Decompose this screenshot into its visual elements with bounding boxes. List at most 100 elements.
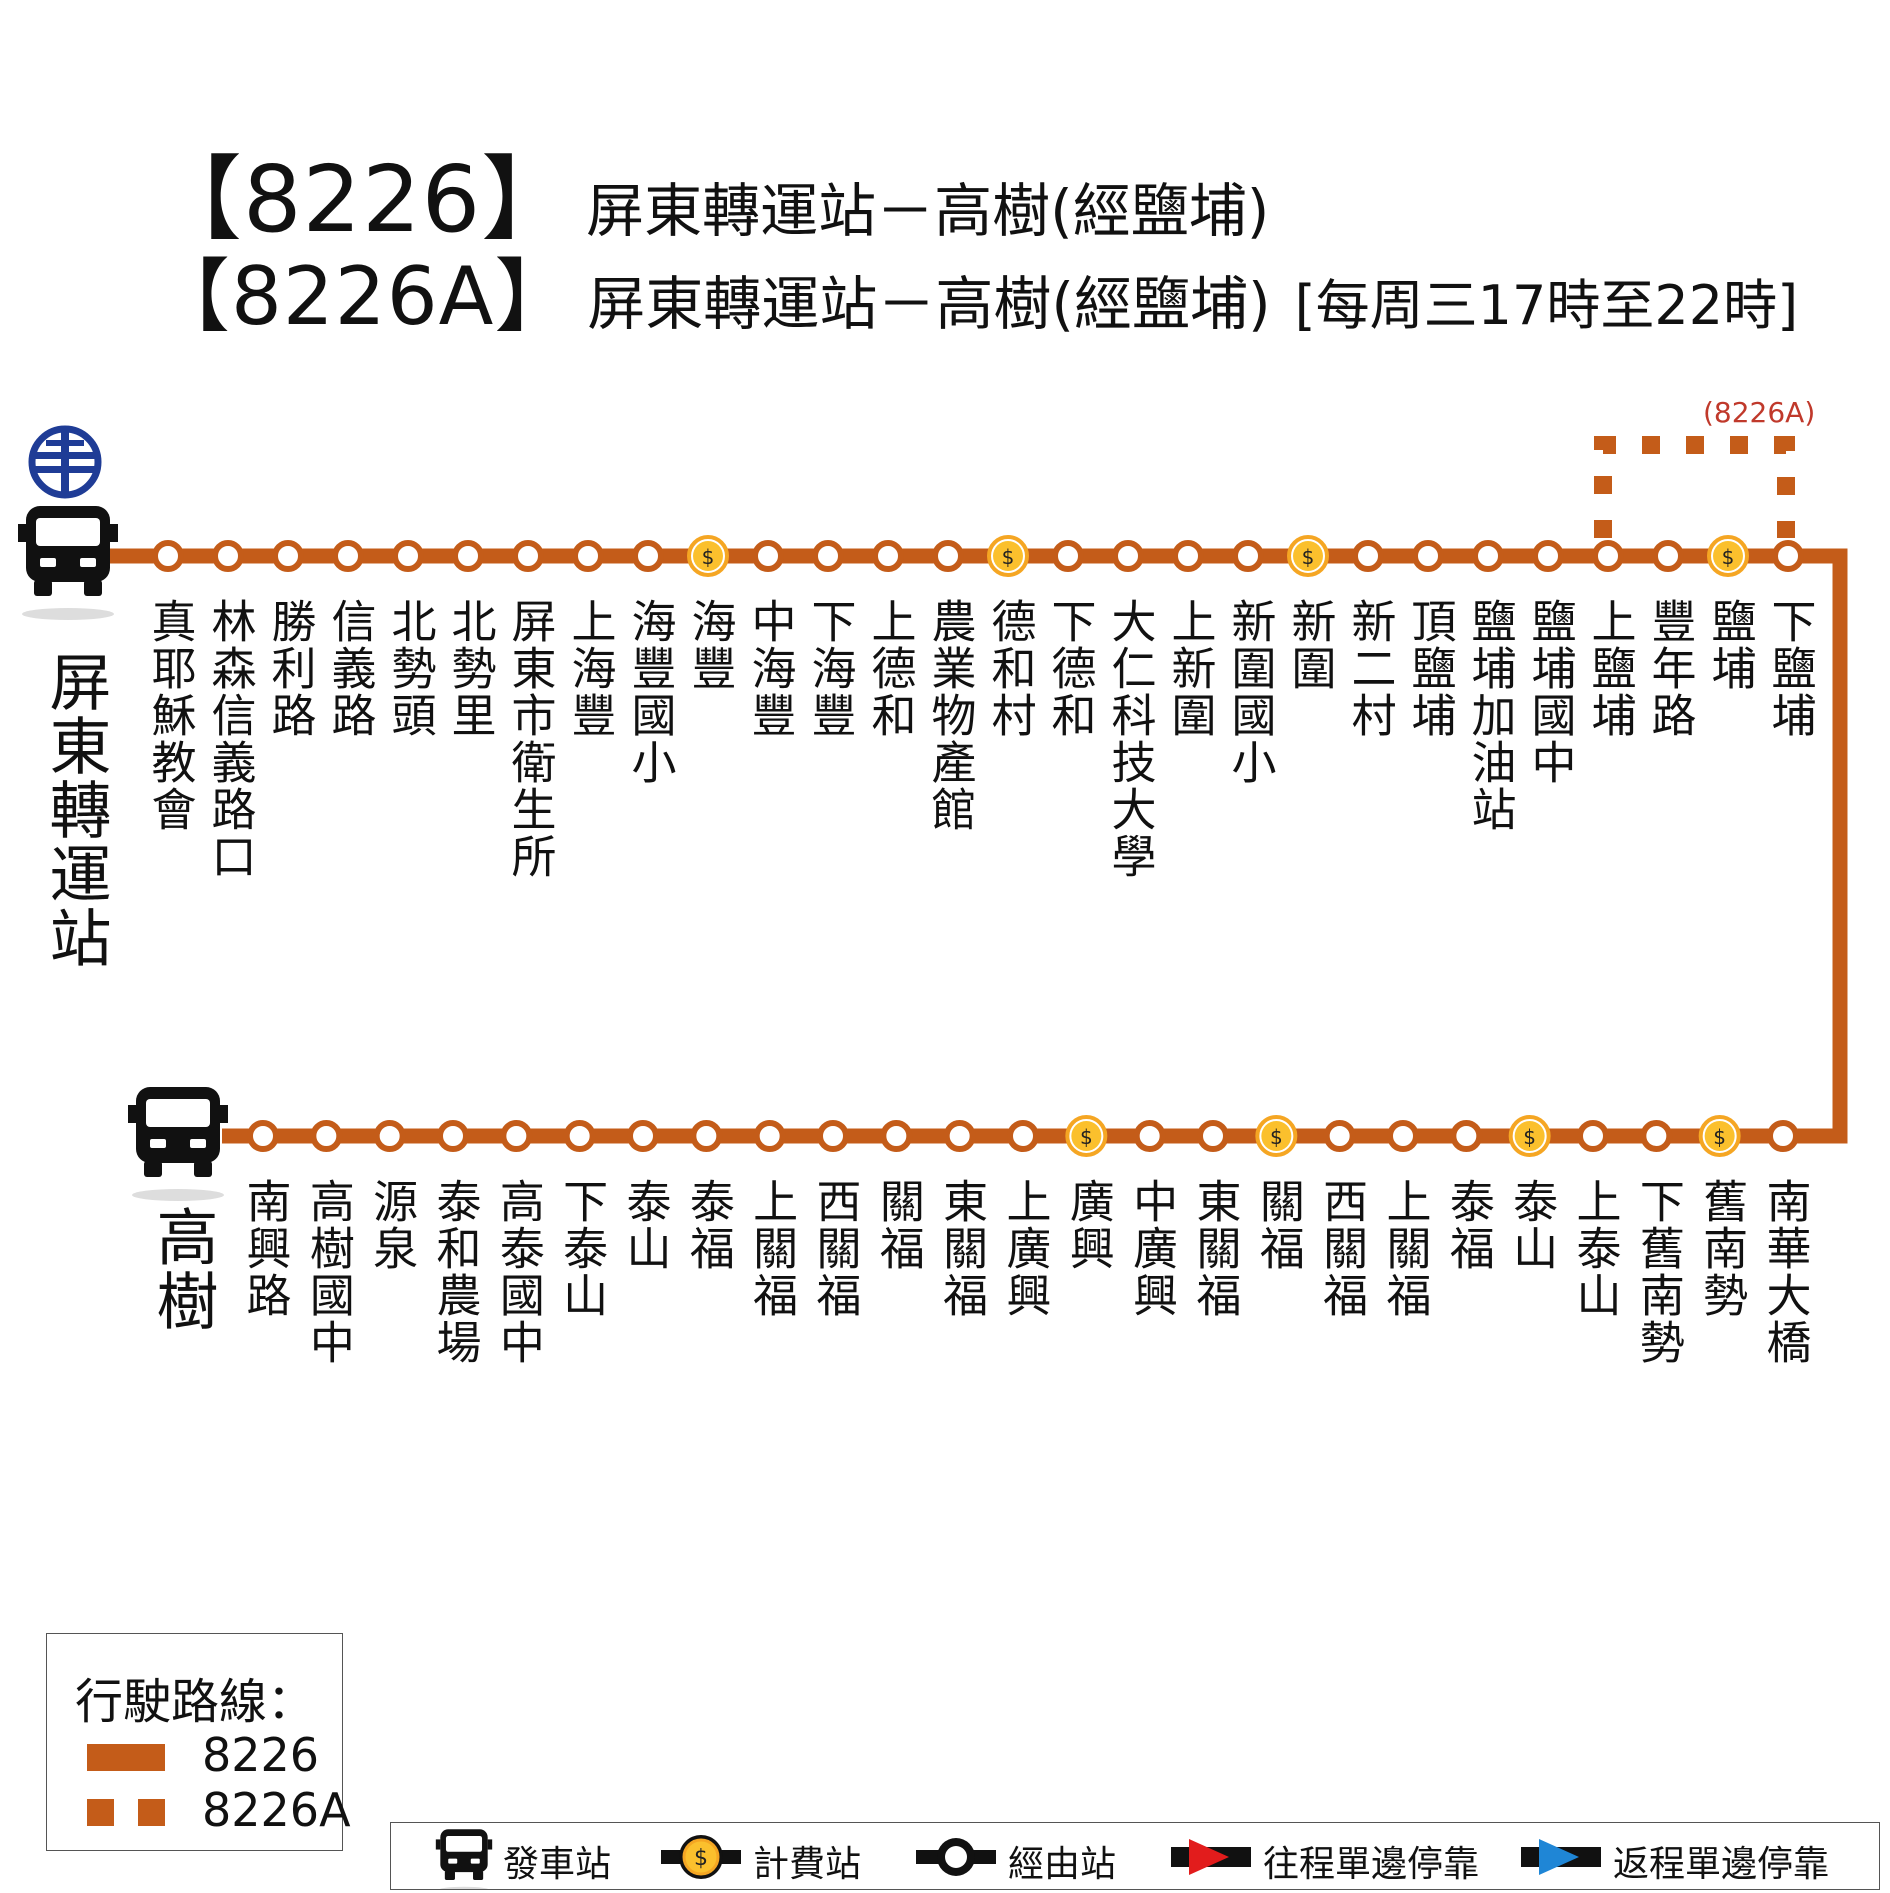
stop-marker <box>1323 1120 1356 1152</box>
stop-marker <box>332 540 364 572</box>
bottom-stop-label: 泰山 <box>1505 1178 1558 1272</box>
stop-marker <box>437 1120 469 1152</box>
top-stop-label: 新圍國小 <box>1224 598 1277 786</box>
fare-icon: $ <box>702 545 715 569</box>
stop-marker <box>1052 540 1084 572</box>
top-stop-label: 豐年路 <box>1644 598 1697 739</box>
stop-marker <box>1387 1120 1419 1152</box>
stop-marker <box>1112 540 1144 572</box>
legend-label: 8226 <box>202 1728 320 1782</box>
fare-stop-marker: $ <box>687 535 729 577</box>
stop-marker <box>632 540 664 572</box>
top-stop-label: 大仁科技大學 <box>1104 598 1157 880</box>
top-stop-label: 信義路 <box>324 598 377 739</box>
service-note: [每周三17時至22時] <box>1294 274 1799 337</box>
bottom-stop-label: 下泰山 <box>555 1178 608 1319</box>
stop-marker <box>272 540 304 572</box>
top-stop-label: 北勢頭 <box>384 598 437 739</box>
stop-marker <box>753 1120 786 1152</box>
fare-icon: $ <box>1523 1125 1536 1149</box>
stop-marker <box>1352 540 1384 572</box>
stop-marker <box>1767 1120 1799 1152</box>
stop-marker <box>452 540 484 572</box>
top-stop-label: 真耶穌教會 <box>144 598 197 833</box>
fare-stop-marker: $ <box>1698 1115 1741 1157</box>
bottom-stop-label: 源泉 <box>365 1178 418 1272</box>
stop-marker <box>572 540 604 572</box>
stop-marker <box>812 540 844 572</box>
top-stop-label: 勝利路 <box>264 598 317 739</box>
terminal-end-label: 高樹 <box>146 1205 219 1333</box>
stop-marker <box>690 1120 723 1152</box>
route-legend: 行駛路線： 8226 8226A <box>46 1633 351 1851</box>
key-fare-label: 計費站 <box>753 1844 862 1885</box>
stop-marker <box>512 540 544 572</box>
bottom-stop-label: 南華大橋 <box>1759 1178 1812 1366</box>
top-stop-label: 下德和 <box>1044 598 1097 739</box>
stop-marker <box>1577 1120 1609 1152</box>
fare-stop-marker: $ <box>1065 1115 1108 1157</box>
fare-icon: $ <box>1270 1125 1283 1149</box>
branch-label: (8226A) <box>1703 396 1815 429</box>
bottom-stop-label: 東關福 <box>935 1178 988 1319</box>
top-stop-label: 北勢里 <box>444 598 497 739</box>
stop-marker <box>932 540 964 572</box>
stop-marker <box>627 1120 659 1152</box>
bottom-stop-label: 高樹國中 <box>302 1178 355 1366</box>
stop-marker <box>943 1120 976 1152</box>
stop-marker <box>1007 1120 1039 1152</box>
top-stop-label: 鹽埔 <box>1704 598 1757 692</box>
top-stop-label: 林森信義路口 <box>204 598 257 880</box>
fare-icon: $ <box>1002 545 1015 569</box>
fare-icon: $ <box>1722 545 1735 569</box>
stop-marker <box>1652 540 1684 572</box>
stop-marker <box>247 1120 279 1152</box>
fare-stop-marker: $ <box>1287 535 1329 577</box>
fare-stop-marker: $ <box>1707 535 1749 577</box>
inbound-arrow-icon <box>1521 1839 1601 1875</box>
key-fare: $ 計費站 <box>661 1827 861 1887</box>
key-terminal: 發車站 <box>431 1827 611 1893</box>
key-inbound-label: 返程單邊停靠 <box>1613 1844 1830 1885</box>
stop-marker <box>563 1120 596 1152</box>
bottom-stop-label: 中廣興 <box>1125 1178 1178 1319</box>
stop-marker <box>392 540 424 572</box>
symbol-key: 發車站 $ 計費站 經由站 往程單邊停靠 返程單邊停靠 <box>390 1822 1880 1893</box>
top-stop-label: 新圍 <box>1284 598 1337 692</box>
stop-marker <box>1532 540 1564 572</box>
route-title-8226: 【8226】屏東轉運站－高樹(經鹽埔) <box>150 125 1269 258</box>
bottom-stop-label: 東關福 <box>1189 1178 1242 1319</box>
bottom-stop-label: 上關福 <box>745 1178 798 1319</box>
key-outbound: 往程單邊停靠 <box>1171 1827 1479 1887</box>
fare-stop-marker: $ <box>987 535 1029 577</box>
bottom-stop-label: 西關福 <box>1315 1178 1368 1319</box>
bottom-stop-label: 泰福 <box>682 1178 735 1272</box>
key-inbound: 返程單邊停靠 <box>1521 1827 1829 1887</box>
stop-marker <box>1472 540 1504 572</box>
stop-marker <box>373 1120 406 1152</box>
top-stop-label: 上德和 <box>864 598 917 739</box>
dashed-line-swatch <box>138 1799 165 1826</box>
bottom-stop-label: 下舊南勢 <box>1632 1178 1685 1366</box>
bottom-stop-label: 南興路 <box>239 1178 292 1319</box>
stop-marker <box>752 540 784 572</box>
key-via: 經由站 <box>916 1827 1116 1887</box>
bottom-stop-label: 泰和農場 <box>429 1178 482 1366</box>
fare-icon: $ <box>1713 1125 1726 1149</box>
route-number: 【8226A】 <box>150 250 576 343</box>
bottom-stop-label: 高泰國中 <box>492 1178 545 1366</box>
top-stop-label: 海豐國小 <box>624 598 677 786</box>
bus-icon-start <box>18 506 118 620</box>
route-title-8226a: 【8226A】屏東轉運站－高樹(經鹽埔)[每周三17時至22時] <box>150 232 1798 348</box>
top-stop-label: 中海豐 <box>744 598 797 739</box>
key-via-label: 經由站 <box>1008 1844 1117 1885</box>
stop-marker <box>1592 540 1624 572</box>
stop-marker <box>1450 1120 1483 1152</box>
bottom-stop-label: 泰山 <box>619 1178 672 1272</box>
top-stop-label: 上鹽埔 <box>1584 598 1637 739</box>
top-stop-label: 鹽埔加油站 <box>1464 598 1517 833</box>
bottom-stop-label: 上關福 <box>1379 1178 1432 1319</box>
bottom-stop-label: 廣興 <box>1062 1178 1115 1272</box>
top-stop-label: 下海豐 <box>804 598 857 739</box>
